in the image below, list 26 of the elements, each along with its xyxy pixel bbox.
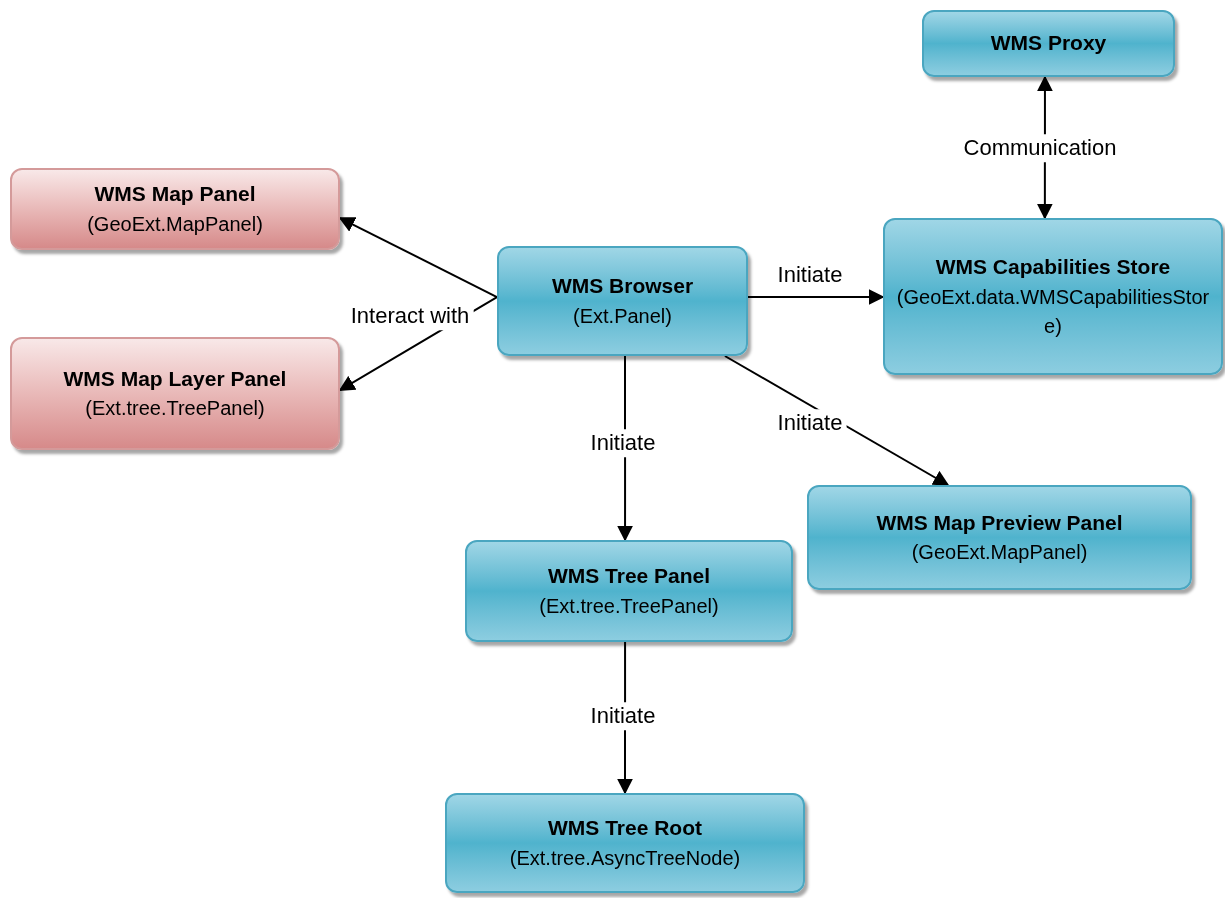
process-box: [10, 168, 340, 250]
arrow: [338, 217, 498, 299]
box-title: WMS Proxy: [990, 30, 1107, 57]
box-subtitle: (GeoExt.MapPanel): [87, 211, 263, 237]
process-box: [465, 540, 793, 642]
box-subtitle: (Ext.tree.TreePanel): [539, 593, 719, 619]
box-title: WMS Map Preview Panel: [876, 509, 1123, 536]
process-box: [445, 793, 805, 893]
box-title: WMS Browser: [551, 273, 694, 300]
process-box: [497, 246, 748, 356]
process-box: [922, 10, 1175, 77]
process-box: [883, 218, 1223, 375]
box-subtitle: (Ext.tree.TreePanel): [85, 396, 265, 422]
box-subtitle: (GeoExt.MapPanel): [911, 540, 1088, 566]
box-title: WMS Map Layer Panel: [63, 365, 287, 392]
arrow: [747, 289, 885, 305]
box-subtitle: (Ext.tree.AsyncTreeNode): [509, 845, 741, 871]
box-subtitle: (Ext.Panel): [573, 303, 672, 329]
arrow: [723, 355, 950, 486]
box-title: WMS Tree Root: [548, 815, 702, 842]
box-title: WMS Capabilities Store: [935, 254, 1171, 281]
box-title: WMS Map Panel: [94, 181, 256, 208]
process-box: [807, 485, 1192, 590]
box-subtitle: (GeoExt.data.WMSCapabilitiesStore): [895, 284, 1211, 339]
box-title: WMS Tree Panel: [547, 563, 711, 590]
process-box: [10, 337, 340, 450]
